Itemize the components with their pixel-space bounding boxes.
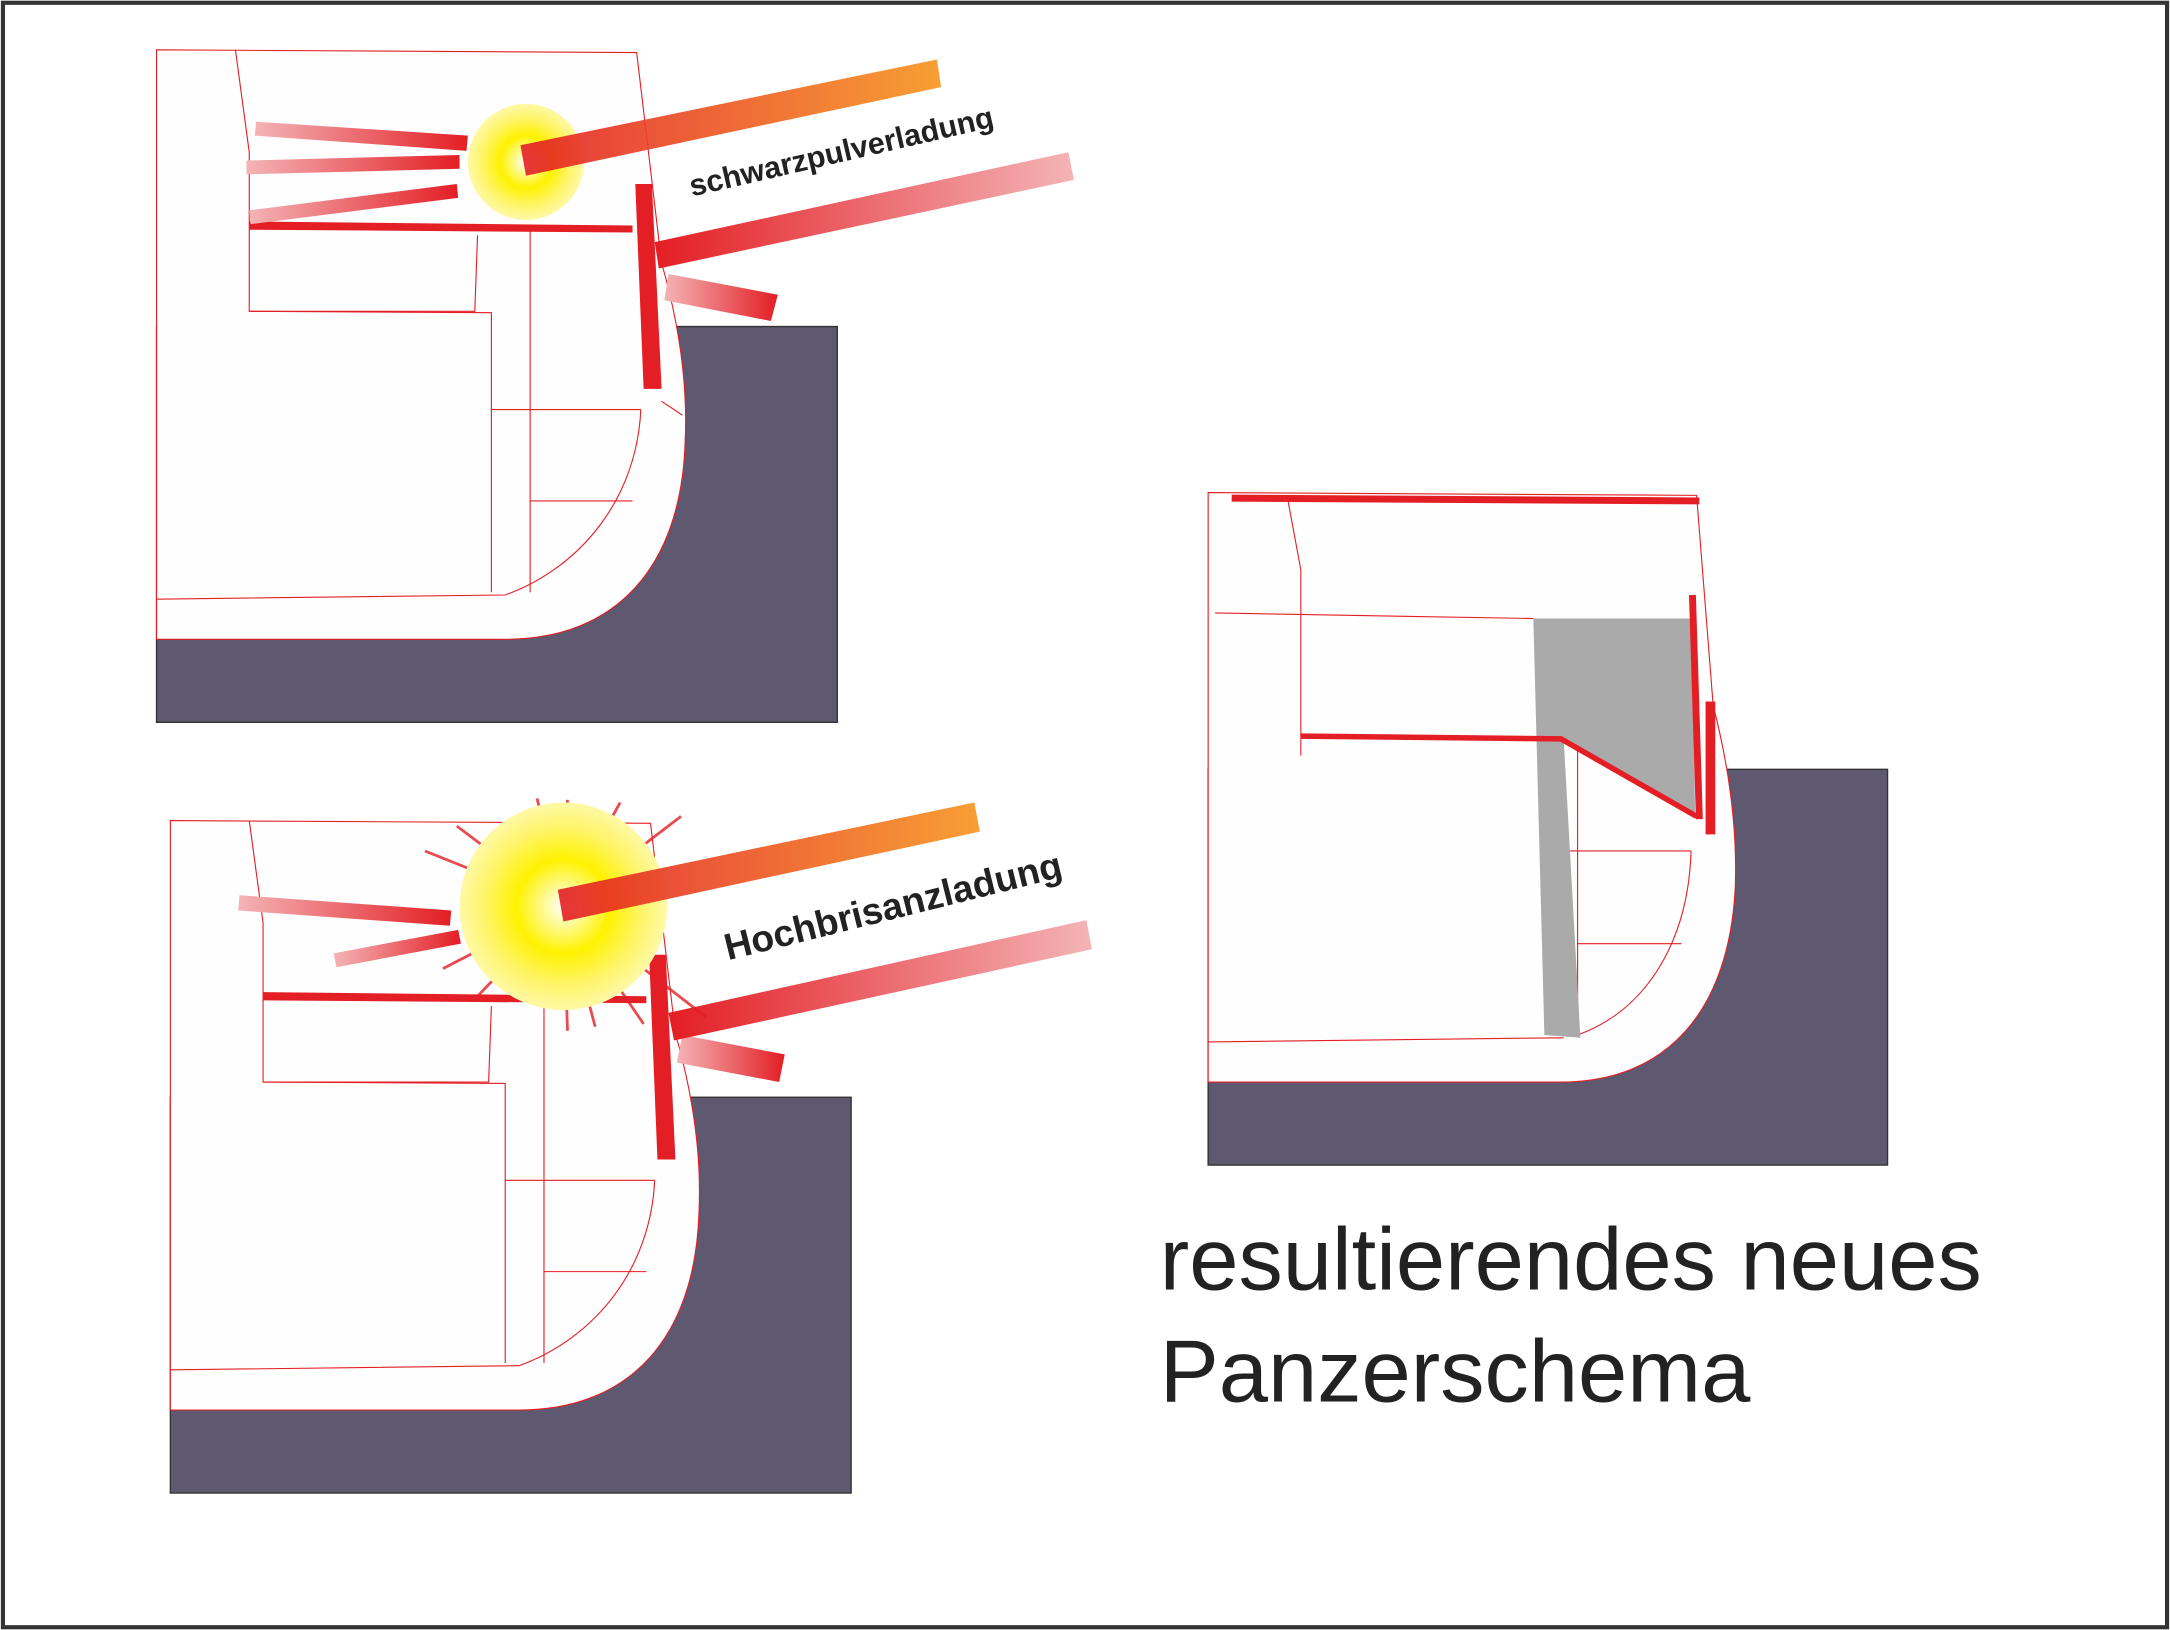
fragment-beams — [238, 895, 1092, 1083]
result-caption-line2: Panzerschema — [1160, 1322, 1751, 1421]
added-armor-gray — [1533, 618, 1696, 1038]
fragment-beams — [246, 121, 1074, 322]
panel-resulting-scheme — [1207, 492, 1889, 1166]
armor-plates — [249, 184, 662, 389]
projectile-beam — [557, 802, 980, 922]
projectile-beam — [520, 59, 942, 176]
panel-high-explosive: Hochbrisanzladung — [169, 798, 1092, 1494]
internal-structure-lines — [1208, 495, 1692, 1043]
result-caption-line1: resultierendes neues — [1160, 1210, 1982, 1309]
internal-structure-lines — [156, 49, 683, 600]
internal-structure-lines — [170, 820, 656, 1371]
armor-plates — [1231, 494, 1716, 835]
panel-black-powder: schwarzpulverladung — [155, 49, 1074, 723]
